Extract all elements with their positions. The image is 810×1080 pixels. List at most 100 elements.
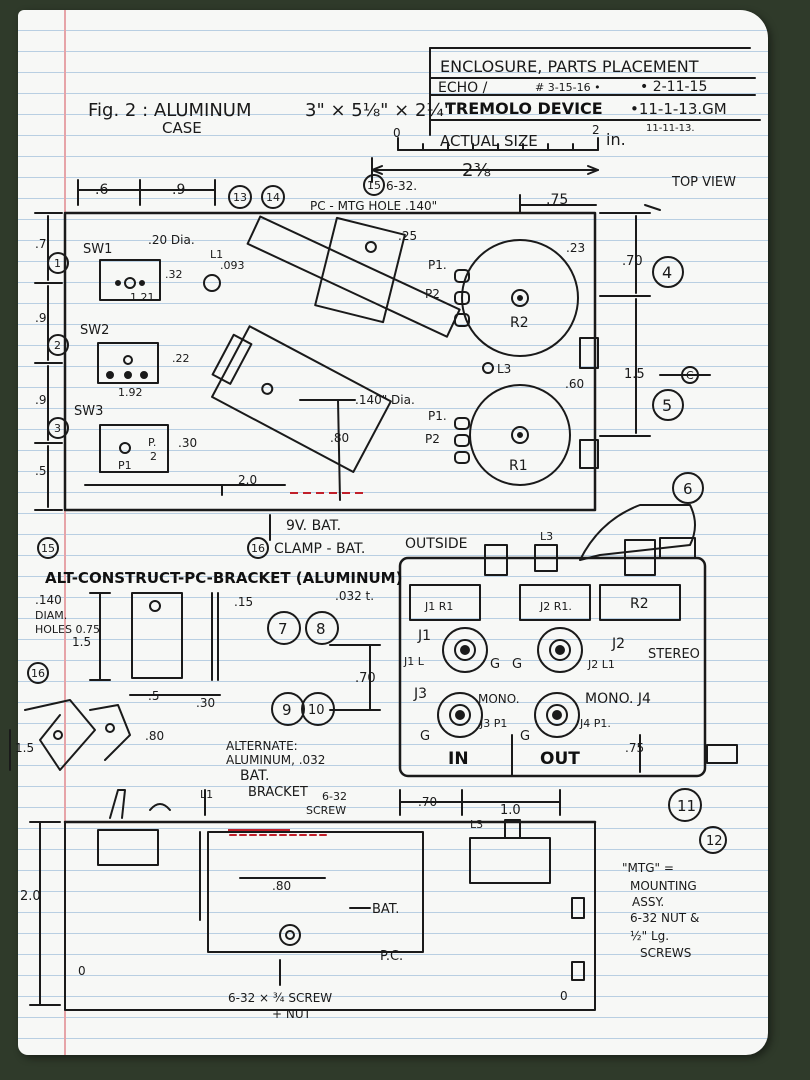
callout-16: 16	[251, 542, 265, 555]
bracket-dim-15b: 1.5	[15, 741, 34, 755]
scale-unit: in.	[606, 130, 626, 149]
dim-2-0: 2.0	[238, 473, 257, 487]
alt-line-4: BRACKET	[248, 785, 308, 800]
screw-nut-1: 6-32 × ¾ SCREW	[228, 991, 332, 1005]
j1-label: J1	[417, 628, 431, 644]
dim-right-70: .70	[622, 254, 643, 269]
j3-label: J3	[413, 686, 427, 702]
dim-left-9b: .9	[35, 393, 46, 407]
j2l1-label: J2 L1	[587, 658, 615, 671]
red-ink-accents	[228, 492, 365, 831]
sw3-p: P.	[148, 436, 156, 449]
clamp-bat: CLAMP - BAT.	[274, 541, 365, 557]
mtg-note-1: "MTG" =	[622, 861, 674, 875]
sw3-label: SW3	[74, 404, 103, 419]
j1l1-label: J1 L	[403, 655, 425, 668]
sw3-p2: 2	[150, 450, 157, 463]
sw2-dim-22: .22	[172, 352, 190, 365]
stereo-label: STEREO	[648, 647, 700, 662]
item-callout-circles	[27, 174, 727, 854]
callout-14: 14	[266, 191, 280, 204]
title-date-1: • 2-11-15	[640, 79, 707, 95]
alt-line-3: BAT.	[240, 768, 269, 784]
top-view-enclosure	[34, 179, 711, 541]
sw1-label: SW1	[83, 242, 112, 257]
dim-left-5: .5	[35, 464, 46, 478]
callout-10: 10	[308, 703, 325, 718]
mtg-note-6: SCREWS	[640, 946, 691, 960]
dim-left-7: .7	[35, 237, 46, 251]
scale-zero: 0	[393, 126, 401, 140]
title-block	[429, 47, 761, 136]
side-dim-10: 1.0	[500, 803, 521, 818]
mtg-note-5: ½" Lg.	[630, 929, 669, 943]
dim-point-9-top: .9	[172, 182, 185, 198]
r2-p1: P1.	[428, 258, 447, 272]
dim-2-3-8: 2⅜	[462, 160, 491, 181]
l1-top: L1	[210, 248, 223, 261]
screw-label-2: SCREW	[306, 804, 346, 817]
bracket-dim-30: .30	[196, 696, 215, 710]
front-dim-80: .80	[272, 879, 291, 893]
bracket-thickness: .032 t.	[335, 589, 374, 603]
mtg-note-2: MOUNTING	[630, 879, 697, 893]
bracket-holes-3: HOLES 0.75	[35, 623, 100, 636]
outside-label: OUTSIDE	[405, 536, 467, 552]
callout-2: 2	[54, 339, 61, 352]
alt-line-2: ALUMINUM, .032	[226, 753, 325, 767]
title-date-3: 11-11-13.	[646, 123, 695, 134]
side-l3: L3	[540, 530, 553, 543]
in-label: IN	[448, 749, 469, 769]
top-view-label: TOP VIEW	[671, 175, 736, 190]
bracket-dim-70: .70	[355, 671, 376, 686]
screw-6-32: 6-32.	[386, 179, 417, 193]
callout-13: 13	[233, 191, 247, 204]
callout-15: 15	[367, 179, 381, 192]
scale-bar	[371, 137, 599, 183]
dim-point-25: .25	[398, 229, 417, 243]
out-label: OUT	[540, 749, 580, 769]
j3p1-label: J3 P1	[479, 717, 507, 730]
side-dim-75: .75	[625, 741, 644, 755]
pc-mtg-hole: PC - MTG HOLE .140"	[310, 199, 437, 213]
callout-7: 7	[278, 620, 288, 638]
bracket-dim-5: .5	[148, 689, 159, 703]
dia-140: .140" Dia.	[355, 393, 415, 407]
scale-text: ACTUAL SIZE	[440, 132, 538, 150]
sw1-dim-32: .32	[165, 268, 183, 281]
callout-8: 8	[316, 620, 326, 638]
side-dim-70: .70	[418, 795, 437, 809]
r1-p2: P2	[425, 432, 440, 446]
bracket-holes-2: DIAM.	[35, 609, 67, 622]
bracket-callout-15: 15	[41, 542, 55, 555]
callout-4: 4	[662, 263, 672, 282]
sw3-dim-30: .30	[178, 436, 197, 450]
front-l3: L3	[470, 818, 483, 831]
callout-9: 9	[282, 701, 292, 719]
callout-12: 12	[706, 834, 723, 849]
r2-p2: P2	[425, 287, 440, 301]
ground-2: G	[512, 657, 522, 672]
callout-6: 6	[683, 480, 693, 498]
notebook-paper	[18, 10, 768, 1055]
mono-1: MONO.	[478, 692, 520, 706]
fig-label: Fig. 2 : ALUMINUM	[88, 100, 252, 121]
dim-left-9a: .9	[35, 311, 46, 325]
title-tremolo: TREMOLO DEVICE	[445, 99, 603, 118]
9v-bat: 9V. BAT.	[286, 518, 341, 534]
front-bat: BAT.	[372, 902, 399, 917]
bracket-holes-1: .140	[35, 593, 62, 607]
side-r2: R2	[630, 596, 649, 612]
screw-nut-2: + NUT	[272, 1007, 312, 1021]
front-zero-1: 0	[78, 964, 86, 978]
sw1-dim-121: 1.21	[130, 291, 155, 304]
ground-3: G	[420, 729, 430, 744]
j1r1-label: J1 R1	[424, 600, 453, 613]
dim-093: .093	[220, 259, 245, 272]
side-view-enclosure	[398, 504, 738, 816]
title-echo: ECHO /	[438, 80, 488, 96]
j2-label: J2	[611, 636, 625, 652]
centerline: C	[686, 369, 694, 382]
sw3-p1: P1	[118, 459, 132, 472]
dim-point-6: .6	[95, 182, 108, 198]
